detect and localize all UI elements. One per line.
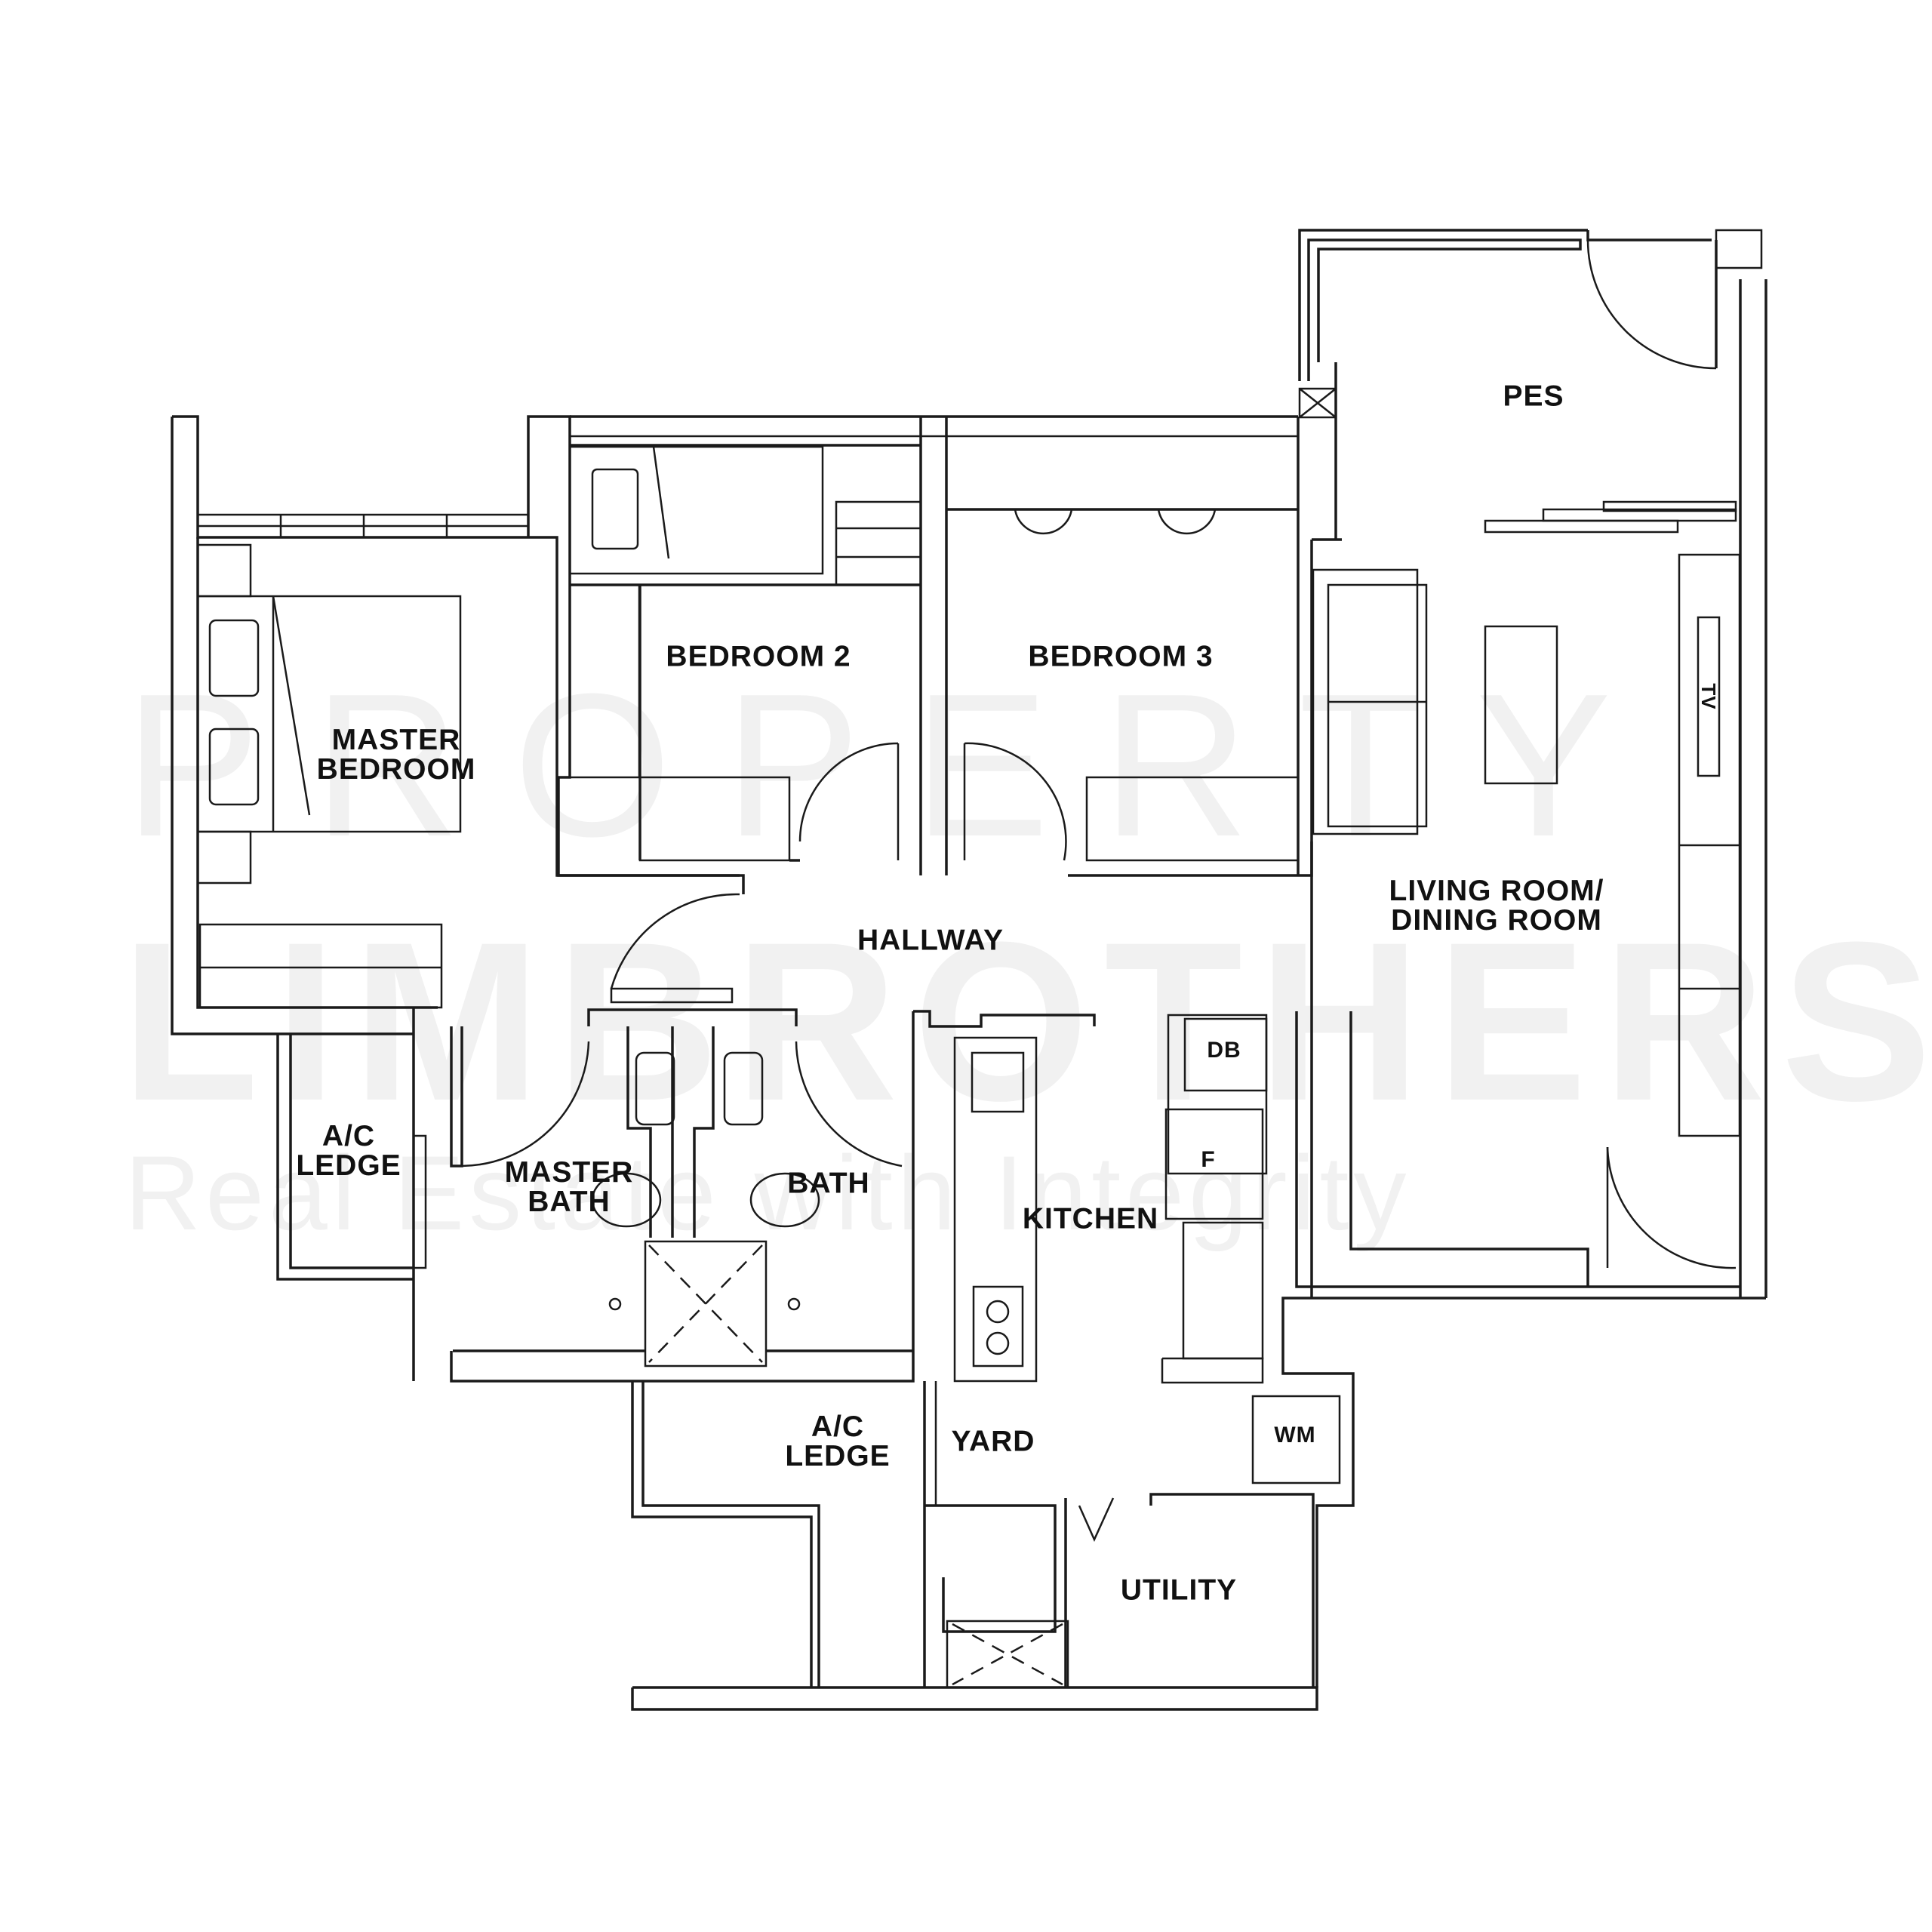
sink-icon bbox=[635, 1051, 675, 1126]
shower-icon bbox=[644, 1240, 768, 1367]
toilet-icon bbox=[591, 1172, 662, 1228]
label-living-dining: LIVING ROOM/ DINING ROOM bbox=[1389, 875, 1604, 937]
sliding-door-icon bbox=[1542, 508, 1737, 522]
hob-icon bbox=[972, 1285, 1024, 1367]
ac-ledge-left-walls bbox=[276, 1008, 427, 1381]
label-master-bedroom: MASTER BEDROOM bbox=[316, 724, 476, 786]
db-label: DB bbox=[1207, 1038, 1241, 1063]
wardrobe-icon bbox=[198, 923, 443, 1009]
bed2-icon bbox=[568, 445, 824, 575]
hallway-door bbox=[610, 893, 740, 1004]
label-utility: UTILITY bbox=[1120, 1574, 1238, 1607]
wardrobe-icon bbox=[638, 776, 791, 862]
wardrobe-icon bbox=[568, 583, 641, 779]
tv-label: TV bbox=[1697, 683, 1720, 710]
watermark-line2: LIMBROTHERS bbox=[121, 894, 1932, 1148]
toilet-icon bbox=[749, 1172, 820, 1228]
pillow-icon bbox=[208, 619, 260, 697]
label-yard: YARD bbox=[951, 1425, 1035, 1458]
master-bed-icon bbox=[196, 595, 462, 833]
label-master-bath: MASTER BATH bbox=[504, 1156, 634, 1218]
pillow-icon bbox=[208, 728, 260, 806]
service-area-walls bbox=[631, 1381, 1341, 1711]
watermark-line3: Real Estate with Integrity bbox=[125, 1134, 1411, 1252]
watermark-line1: PROPERTY bbox=[125, 652, 1665, 879]
tv-icon bbox=[1697, 616, 1721, 777]
kitchen-counter bbox=[953, 1036, 1038, 1383]
label-ac-ledge-left: A/C LEDGE bbox=[296, 1120, 401, 1182]
label-bath: BATH bbox=[787, 1167, 870, 1200]
pillow-icon bbox=[591, 468, 639, 550]
pes-living-walls bbox=[1281, 229, 1767, 1687]
bedroom2-walls bbox=[527, 415, 1298, 894]
label-kitchen: KITCHEN bbox=[1022, 1202, 1159, 1235]
wm-box bbox=[1251, 1395, 1341, 1484]
label-bedroom2: BEDROOM 2 bbox=[666, 640, 851, 673]
sink-icon bbox=[971, 1051, 1025, 1113]
db-box bbox=[1183, 1017, 1268, 1092]
dining-table-icon bbox=[1484, 625, 1558, 785]
kitchen-walls bbox=[913, 1010, 1268, 1384]
fridge-box bbox=[1164, 1108, 1264, 1220]
label-pes: PES bbox=[1503, 380, 1564, 413]
bath-walls bbox=[450, 1008, 915, 1383]
fridge-label: F bbox=[1201, 1147, 1216, 1172]
wardrobe-icon bbox=[1085, 776, 1300, 862]
label-ac-ledge-bottom: A/C LEDGE bbox=[785, 1411, 891, 1472]
sink-icon bbox=[723, 1051, 764, 1126]
label-bedroom3: BEDROOM 3 bbox=[1028, 640, 1214, 673]
wm-label: WM bbox=[1274, 1423, 1316, 1447]
label-hallway: HALLWAY bbox=[857, 924, 1004, 957]
